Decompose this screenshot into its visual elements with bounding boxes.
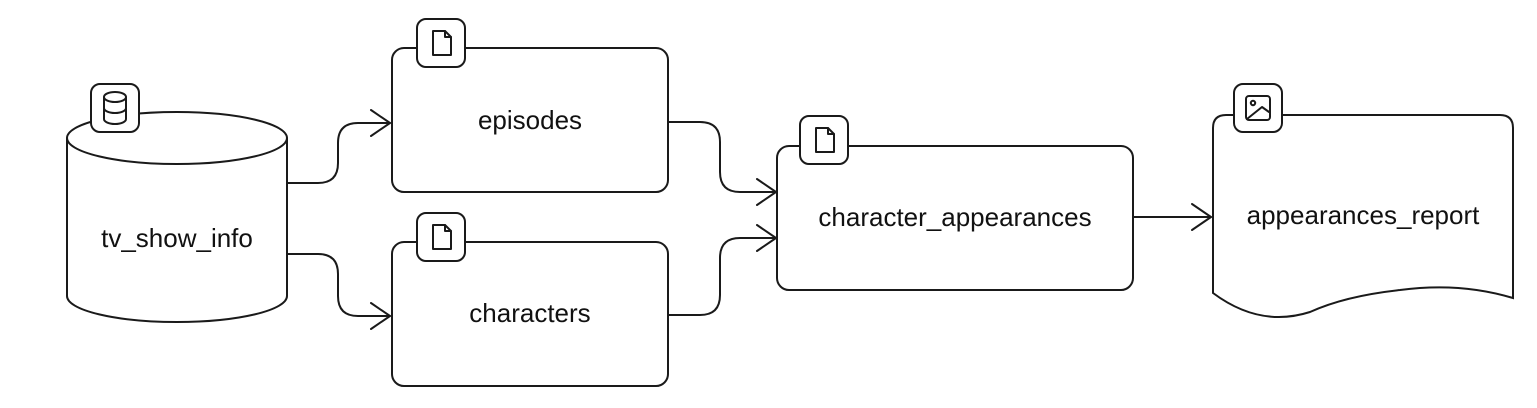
node-label-tv-show-info: tv_show_info	[101, 223, 253, 253]
edge-episodes-to-character-appearances	[668, 121, 777, 206]
document-shape	[1212, 114, 1514, 318]
node-label-appearances-report: appearances_report	[1247, 200, 1480, 230]
node-episodes[interactable]: episodes	[391, 18, 669, 193]
node-box-character-appearances	[776, 145, 1134, 291]
file-icon	[416, 212, 466, 262]
node-characters[interactable]: characters	[391, 212, 669, 387]
file-icon	[799, 115, 849, 165]
edge-characters-to-character-appearances	[668, 224, 777, 316]
edge-character-appearances-to-report	[1132, 203, 1212, 231]
image-icon	[1233, 83, 1283, 133]
node-appearances-report[interactable]: appearances_report	[1212, 83, 1514, 318]
edge-tv-show-info-to-characters	[286, 253, 391, 330]
file-icon	[416, 18, 466, 68]
cylinder-shape	[66, 111, 288, 323]
node-box-episodes	[391, 47, 669, 193]
database-icon	[90, 83, 140, 133]
node-tv-show-info[interactable]: tv_show_info	[66, 83, 288, 323]
node-box-characters	[391, 241, 669, 387]
edge-tv-show-info-to-episodes	[286, 109, 391, 184]
node-label-character-appearances: character_appearances	[818, 202, 1091, 232]
node-character-appearances[interactable]: character_appearances	[776, 115, 1134, 291]
node-label-episodes: episodes	[478, 105, 582, 135]
node-label-characters: characters	[469, 298, 590, 328]
